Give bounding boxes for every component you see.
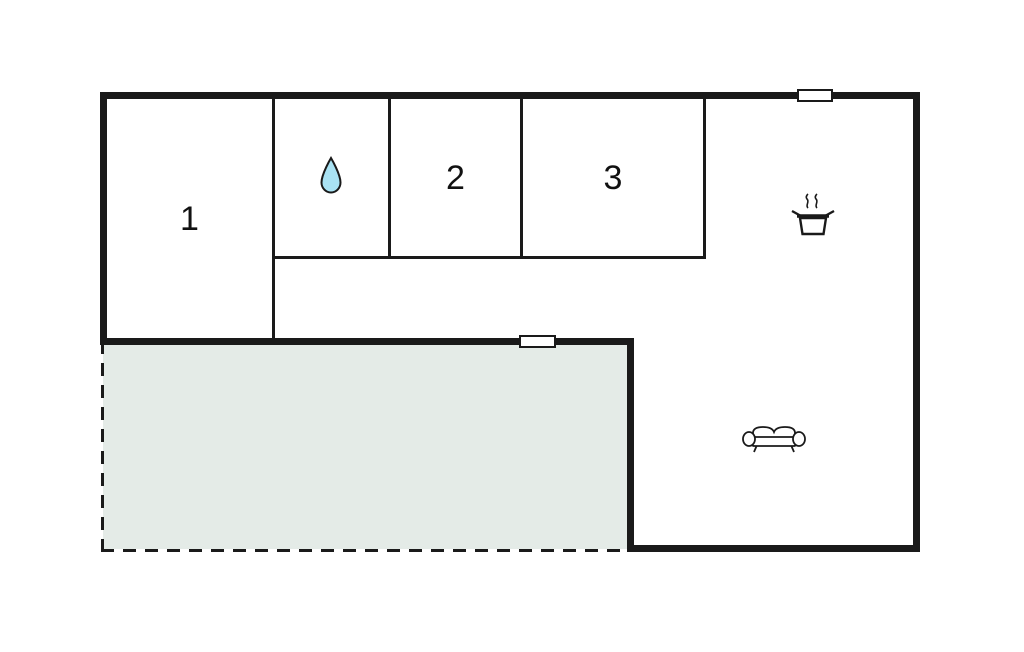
wall-outer-top (100, 92, 920, 99)
room-3: 3 (523, 99, 703, 256)
room-1-label: 1 (180, 199, 199, 238)
terrace-dashed-border-left (101, 341, 104, 552)
cooking-pot-icon (788, 185, 838, 246)
room-2-label: 2 (446, 158, 465, 197)
wall-bathroom-right (388, 99, 391, 259)
wall-outer-bottom (627, 545, 920, 552)
window-top-wall (797, 89, 833, 102)
room-3-label: 3 (603, 158, 623, 197)
room-1: 1 (107, 99, 272, 338)
wall-hallway-top (275, 256, 706, 259)
wall-mid-horizontal (100, 338, 634, 345)
wall-room3-right (703, 99, 706, 259)
wall-outer-lower-left (627, 338, 634, 552)
terrace-dashed-border-bottom (101, 549, 634, 552)
window-mid-wall (519, 335, 556, 348)
wall-outer-upper-left (100, 92, 107, 345)
water-drop-icon (318, 155, 344, 202)
wall-room2-right (520, 99, 523, 259)
wall-outer-right (913, 92, 920, 552)
sofa-icon (741, 419, 807, 460)
wall-room1-right (272, 99, 275, 338)
terrace-area (103, 341, 630, 549)
room-2: 2 (391, 99, 520, 256)
